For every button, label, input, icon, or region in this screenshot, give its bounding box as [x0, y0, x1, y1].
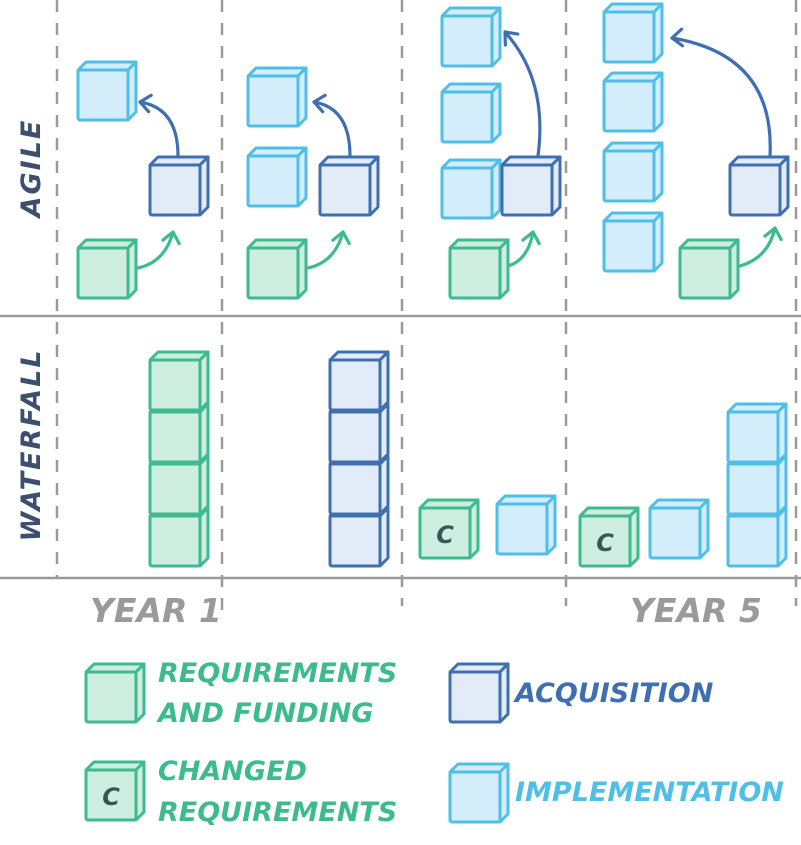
legend-cubes: C — [84, 662, 510, 824]
implementation-cube — [602, 2, 664, 64]
implementation-cube — [726, 506, 788, 568]
acquisition-cube — [728, 155, 790, 217]
implementation-cube — [495, 494, 557, 556]
implementation-cube — [76, 60, 138, 122]
acquisition-cube — [500, 155, 562, 217]
implementation-cube — [602, 71, 664, 133]
flow-arrow — [670, 27, 772, 158]
acquisition-cube — [328, 402, 390, 464]
changed-requirements-cube: C — [84, 760, 146, 822]
requirements-cube — [148, 350, 210, 412]
legend: C REQUIREMENTS AND FUNDING CHANGED REQUI… — [84, 658, 784, 828]
flow-arrow — [738, 226, 783, 268]
implementation-cube — [440, 158, 502, 220]
arrows — [136, 27, 783, 270]
changed-letter: C — [102, 783, 120, 811]
changed-requirements-cube: C — [418, 498, 480, 560]
acquisition-cube — [328, 454, 390, 516]
flow-arrow — [503, 30, 542, 158]
acquisition-cube — [318, 155, 380, 217]
requirements-cube — [148, 506, 210, 568]
year-1-label: YEAR 1 — [90, 591, 222, 630]
flow-arrow — [506, 230, 541, 268]
requirements-cube — [148, 454, 210, 516]
requirements-cube — [678, 238, 740, 300]
changed-letter: C — [596, 529, 614, 557]
grid-lines — [0, 0, 801, 610]
implementation-cube — [440, 6, 502, 68]
legend-requirements-line1: REQUIREMENTS — [158, 658, 397, 689]
implementation-cube — [726, 402, 788, 464]
requirements-cube — [246, 238, 308, 300]
requirements-cube — [448, 238, 510, 300]
waterfall-row-label: WATERFALL — [16, 348, 47, 541]
flow-arrow — [306, 230, 351, 270]
implementation-cube — [602, 211, 664, 273]
agile-row-label: AGILE — [16, 119, 47, 220]
acquisition-cube — [328, 506, 390, 568]
implementation-cube — [648, 498, 710, 560]
legend-acquisition: ACQUISITION — [513, 678, 714, 709]
legend-changed-line2: REQUIREMENTS — [158, 797, 397, 828]
acquisition-cube — [148, 155, 210, 217]
implementation-cube — [726, 454, 788, 516]
flow-arrow — [312, 93, 352, 158]
legend-changed-line1: CHANGED — [158, 756, 307, 787]
changed-requirements-cube: C — [578, 506, 640, 568]
legend-implementation: IMPLEMENTATION — [515, 777, 784, 808]
flow-arrow — [138, 93, 180, 158]
acquisition-cube — [328, 350, 390, 412]
implementation-cube — [602, 141, 664, 203]
requirements-cube — [76, 238, 138, 300]
implementation-cube — [246, 66, 308, 128]
implementation-cube — [440, 82, 502, 144]
implementation-cube — [448, 762, 510, 824]
changed-letter: C — [436, 521, 454, 549]
flow-arrow — [136, 230, 181, 270]
year-5-label: YEAR 5 — [630, 591, 762, 630]
implementation-cube — [246, 146, 308, 208]
acquisition-cube — [448, 662, 510, 724]
requirements-cube — [148, 402, 210, 464]
legend-requirements-line2: AND FUNDING — [156, 698, 374, 729]
requirements-cube — [84, 662, 146, 724]
